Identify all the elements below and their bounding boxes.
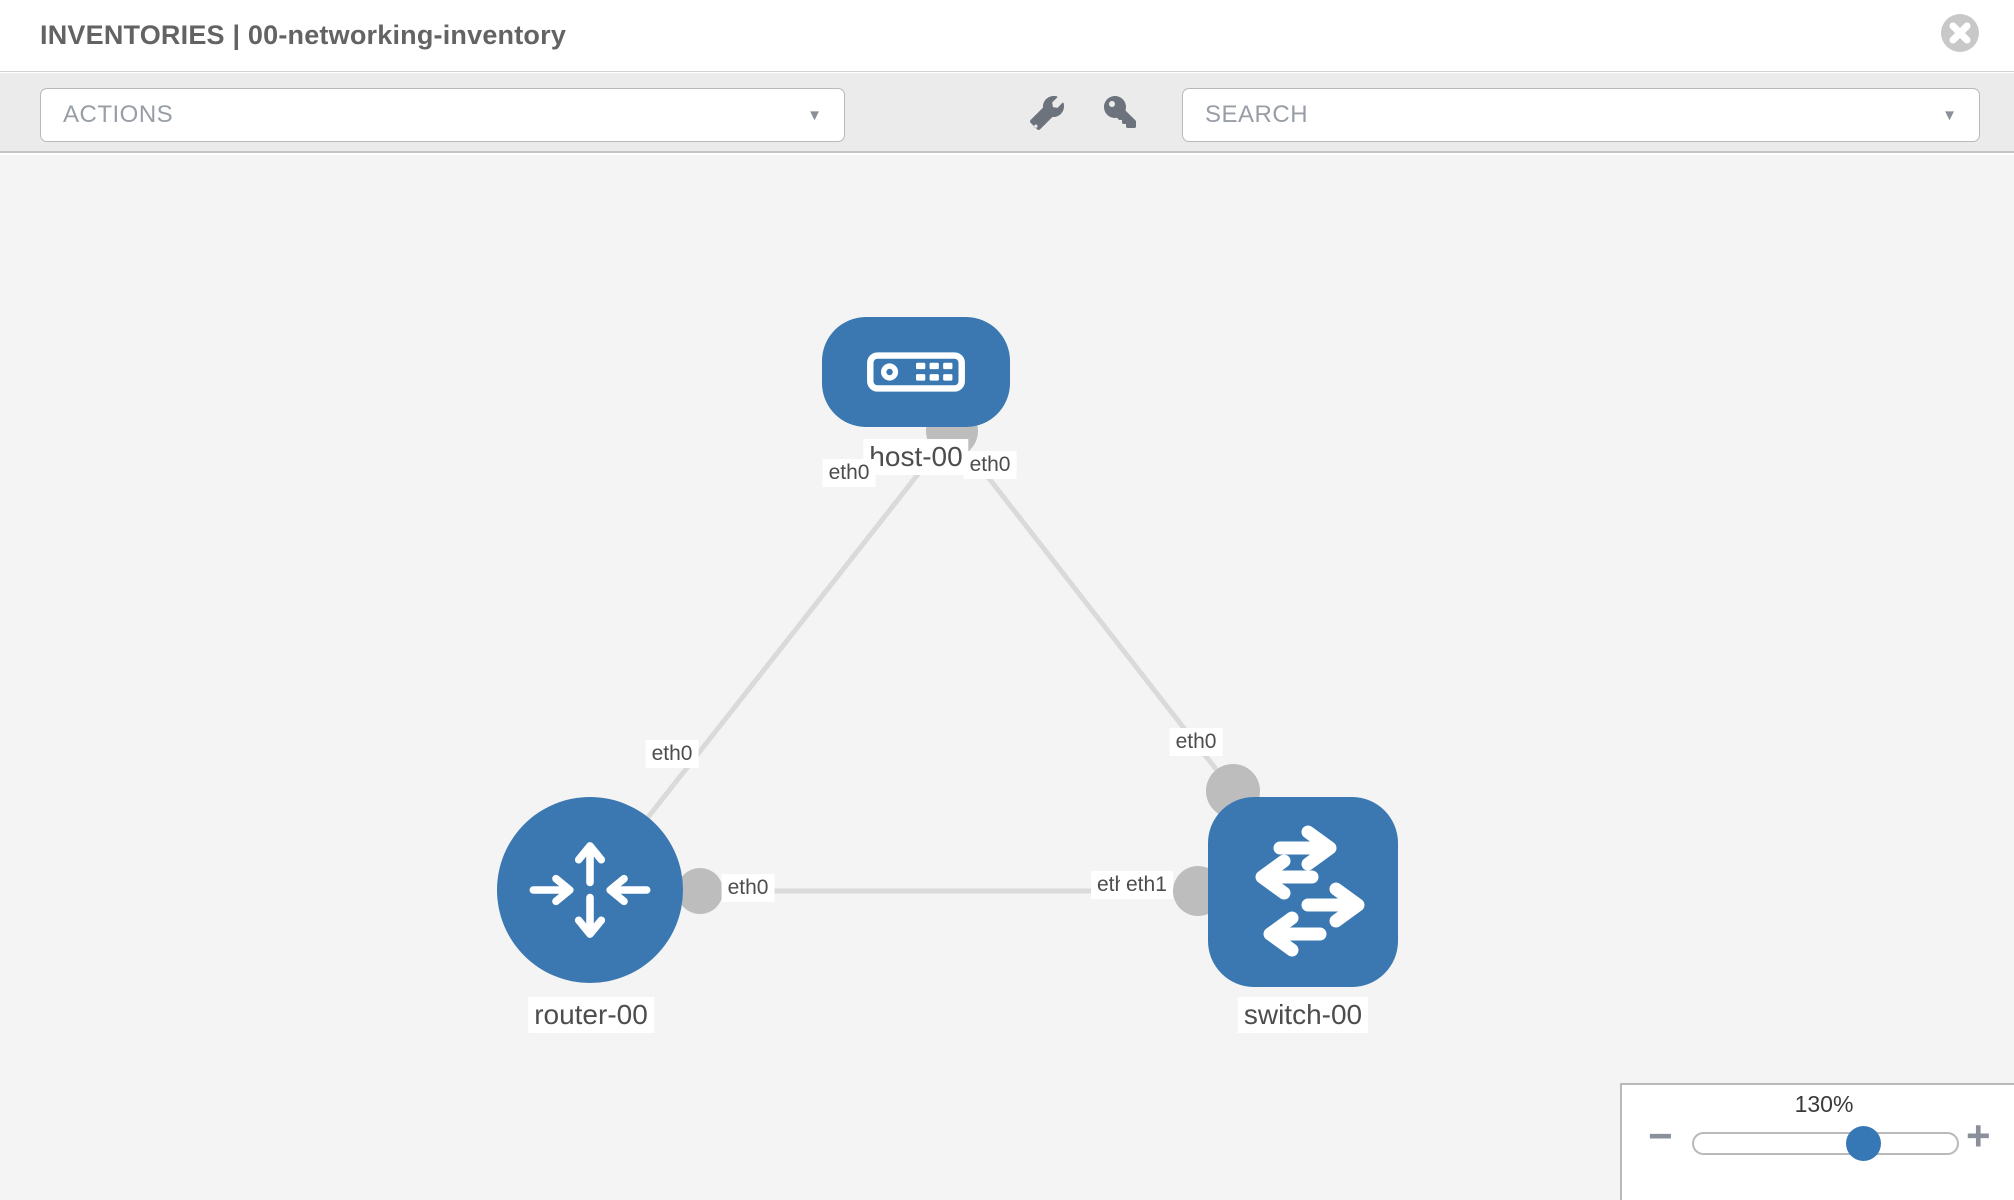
node-label-switch: switch-00	[1237, 997, 1369, 1033]
zoom-slider-knob[interactable]	[1846, 1126, 1881, 1161]
search-placeholder: SEARCH	[1205, 101, 1309, 128]
zoom-control-panel: 130% − +	[1620, 1083, 2014, 1200]
page-title: INVENTORIES | 00-networking-inventory	[40, 20, 567, 50]
topology-canvas[interactable]: host-00 router-00 switch-00 eth0 eth0 et…	[0, 155, 2014, 1200]
toolbar: ACTIONS ▼ SEARCH ▼	[0, 73, 2014, 153]
zoom-slider-track[interactable]	[1692, 1132, 1959, 1155]
chevron-down-icon: ▼	[1942, 106, 1957, 124]
node-host[interactable]	[822, 317, 1010, 427]
toolbar-icons	[1029, 73, 1138, 153]
wrench-icon[interactable]	[1029, 96, 1064, 131]
router-icon	[529, 842, 651, 938]
zoom-in-button[interactable]: +	[1966, 1112, 1991, 1159]
host-icon	[867, 352, 965, 392]
actions-dropdown[interactable]: ACTIONS ▼	[40, 88, 845, 142]
node-label-host: host-00	[863, 439, 969, 475]
close-icon	[1941, 14, 1979, 52]
actions-dropdown-label: ACTIONS	[63, 101, 174, 128]
node-router[interactable]	[497, 797, 683, 983]
close-button[interactable]	[1941, 14, 1979, 52]
switch-icon	[1255, 825, 1365, 957]
interface-dot-router[interactable]	[677, 868, 723, 914]
node-label-router: router-00	[528, 997, 654, 1033]
iface-label-router-right: eth0	[721, 874, 775, 902]
key-icon[interactable]	[1104, 96, 1138, 130]
chevron-down-icon: ▼	[807, 106, 822, 124]
iface-label-host-left: eth0	[822, 459, 876, 487]
node-switch[interactable]	[1208, 797, 1398, 987]
link-host-router	[588, 429, 954, 893]
links-layer	[588, 405, 1260, 916]
iface-label-switch-left-front: eth1	[1120, 871, 1173, 899]
zoom-level-value: 130%	[1794, 1091, 1854, 1117]
header: INVENTORIES | 00-networking-inventory	[0, 0, 2014, 72]
search-dropdown[interactable]: SEARCH ▼	[1182, 88, 1980, 142]
iface-label-host-right: eth0	[963, 451, 1017, 479]
zoom-out-button[interactable]: −	[1648, 1112, 1673, 1159]
iface-label-switch-top: eth0	[1169, 728, 1223, 756]
iface-label-host-router-link: eth0	[645, 740, 699, 768]
